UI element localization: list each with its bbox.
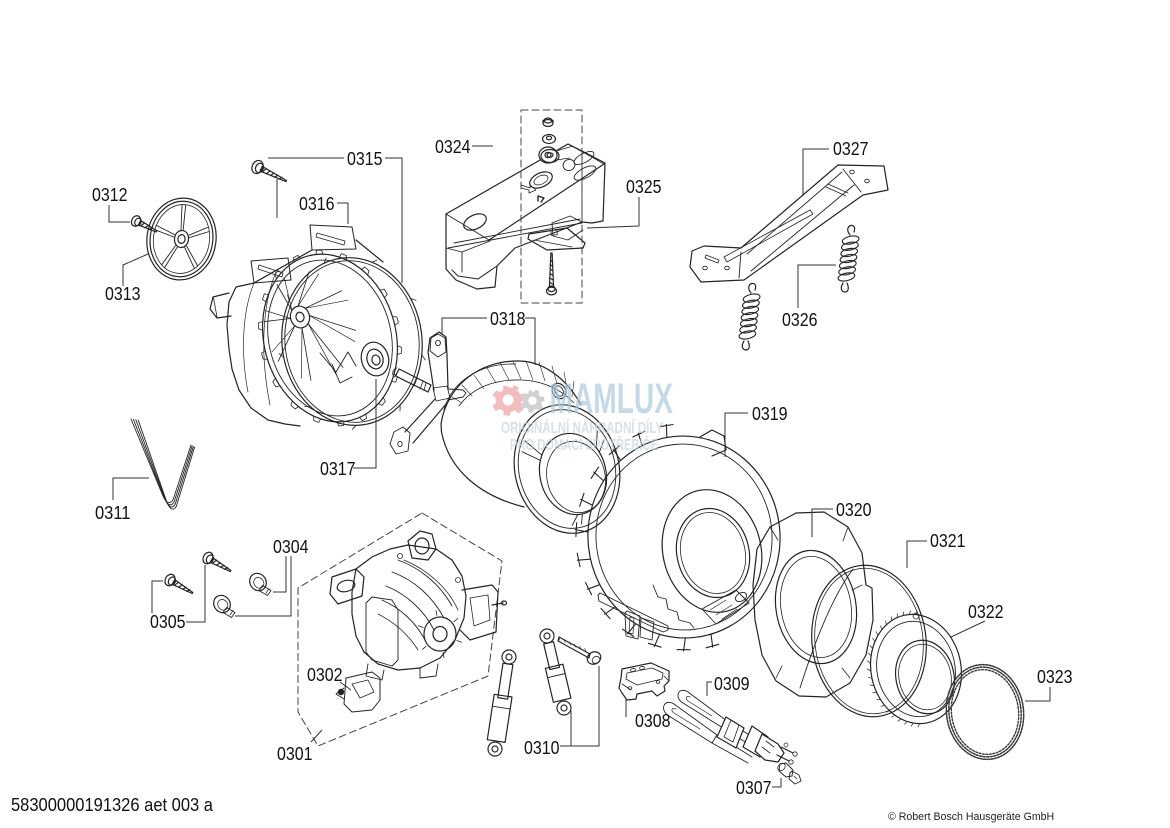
svg-text:0307: 0307 [736, 778, 772, 798]
svg-text:0321: 0321 [930, 531, 966, 551]
svg-text:0309: 0309 [714, 674, 750, 694]
svg-text:0311: 0311 [95, 503, 131, 523]
svg-text:0319: 0319 [752, 404, 788, 424]
svg-text:0317: 0317 [320, 459, 356, 479]
svg-text:0313: 0313 [105, 284, 141, 304]
svg-text:0316: 0316 [299, 194, 335, 214]
svg-text:0301: 0301 [277, 744, 313, 764]
svg-text:0315: 0315 [347, 149, 383, 169]
svg-text:0323: 0323 [1037, 667, 1073, 687]
svg-text:0310: 0310 [524, 738, 560, 758]
svg-text:0327: 0327 [833, 139, 869, 159]
svg-text:0308: 0308 [635, 711, 671, 731]
svg-text:0322: 0322 [968, 602, 1004, 622]
svg-text:58300000191326 aet 003 a: 58300000191326 aet 003 a [11, 794, 214, 815]
svg-text:0324: 0324 [435, 137, 471, 157]
svg-text:0312: 0312 [92, 185, 128, 205]
svg-text:0302: 0302 [307, 665, 343, 685]
svg-text:0325: 0325 [626, 177, 662, 197]
svg-text:0320: 0320 [836, 500, 872, 520]
svg-text:PRO DOMÁCÍ SPOTŘEBIČE: PRO DOMÁCÍ SPOTŘEBIČE [510, 436, 658, 453]
svg-text:ORIGINÁLNÍ NÁHRADNÍ DÍLY: ORIGINÁLNÍ NÁHRADNÍ DÍLY [501, 419, 663, 436]
svg-text:0305: 0305 [150, 612, 186, 632]
svg-text:MAMLUX: MAMLUX [550, 374, 674, 423]
svg-text:0304: 0304 [273, 537, 309, 557]
svg-text:0326: 0326 [782, 310, 818, 330]
svg-text:0318: 0318 [490, 309, 526, 329]
svg-text:© Robert Bosch Hausgeräte GmbH: © Robert Bosch Hausgeräte GmbH [888, 811, 1054, 823]
